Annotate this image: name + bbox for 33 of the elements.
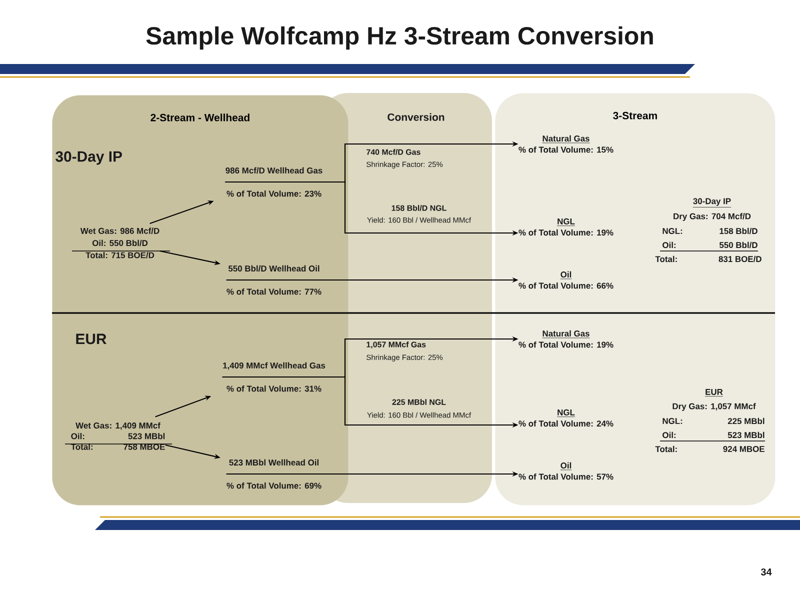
- volume-summary: Wet Gas: 986 Mcf/D Oil: 550 Bbl/D Total: 715 BOE/D: [80, 228, 160, 258]
- table-cell: 831 BOE/D: [718, 256, 762, 262]
- table-cell: Oil:: [662, 242, 676, 248]
- title: Sample Wolfcamp Hz 3-Stream Conversion: [146, 26, 653, 50]
- table-cell: Total:: [655, 446, 677, 452]
- table-cell: 158 Bbl/D: [720, 228, 758, 234]
- table-cell: NGL:: [662, 228, 682, 234]
- table-cell: 550 Bbl/D: [719, 242, 758, 248]
- stream-label: 1,409 MMcf Wellhead Gas % of Total Volume: 31%: [223, 362, 326, 392]
- column-heading: Conversion: [388, 113, 444, 121]
- stream-label: 986 Mcf/D Wellhead Gas % of Total Volume: 23%: [226, 167, 322, 197]
- stream-label: 550 Bbl/D Wellhead Oil % of Total Volume: 77%: [226, 265, 322, 295]
- table-cell: 225 MBbl: [728, 418, 764, 424]
- section-heading: EUR: [76, 334, 106, 344]
- table-heading: EUR: [704, 389, 724, 397]
- stream-result: Natural Gas % of Total Volume: 15%: [518, 135, 614, 153]
- table-cell: 523 MBbl: [728, 432, 764, 438]
- stream-result: Oil % of Total Volume: 57%: [518, 462, 614, 480]
- page-number: 34: [760, 568, 772, 576]
- table-cell: Oil:: [662, 432, 676, 438]
- stream-label: 523 MBbl Wellhead Oil % of Total Volume: 69%: [226, 459, 322, 489]
- section-heading: 30-Day IP: [56, 151, 122, 165]
- stream-result: NGL % of Total Volume: 19%: [518, 218, 614, 236]
- table-heading: 30-Day IP: [692, 198, 732, 208]
- volume-summary: Wet Gas: 1,409 MMcf Oil: 523 MBbl Total: 758 MBOE: [70, 422, 165, 450]
- stream-result: Oil % of Total Volume: 66%: [518, 271, 614, 289]
- table-cell: 924 MBOE: [723, 446, 764, 452]
- table-cell: Dry Gas: 704 Mcf/D: [674, 213, 751, 221]
- table-cell: NGL:: [662, 418, 682, 424]
- stream-result: NGL % of Total Volume: 24%: [518, 409, 614, 427]
- table-cell: Dry Gas: 1,057 MMcf: [672, 403, 756, 411]
- stream-result: Natural Gas % of Total Volume: 19%: [518, 330, 614, 348]
- table-cell: Total:: [655, 256, 677, 262]
